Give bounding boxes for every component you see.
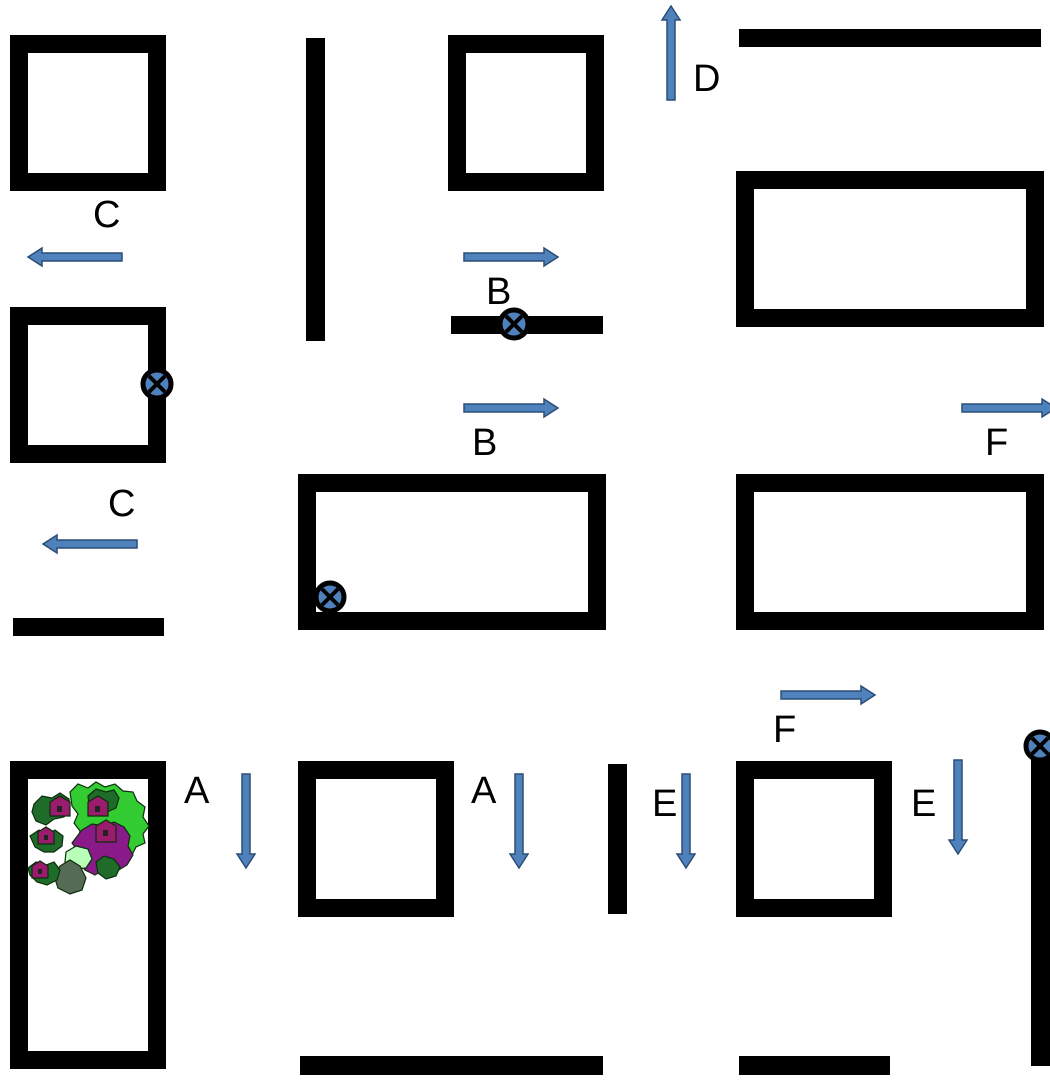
label-b-bottom: B xyxy=(472,422,497,464)
wall-vertical-bottom-mid xyxy=(608,764,627,914)
circled-x-icon-right-edge xyxy=(1026,732,1050,760)
label-a-left: A xyxy=(184,770,210,812)
arrow-e-left-icon xyxy=(677,774,695,868)
label-c-top: C xyxy=(93,194,120,236)
building-square-top-middle xyxy=(457,44,595,182)
building-square-mid-left xyxy=(19,316,157,454)
label-d: D xyxy=(693,58,720,100)
building-square-top-left xyxy=(19,44,157,182)
arrows xyxy=(28,6,1050,868)
label-e-right: E xyxy=(911,783,936,825)
arrow-b-bottom-icon xyxy=(464,399,558,417)
arrow-a-mid-icon xyxy=(510,774,528,868)
label-e-left: E xyxy=(652,783,677,825)
wall-horizontal-top-right xyxy=(739,29,1041,47)
arrow-b-top-icon xyxy=(464,248,558,266)
wall-horizontal-bottom-center xyxy=(300,1056,603,1075)
label-a-mid: A xyxy=(471,770,497,812)
building-wide-mid-center xyxy=(307,483,597,621)
circled-x-icon-b-platform xyxy=(500,310,528,338)
arrow-c-bottom-icon xyxy=(43,535,137,553)
wall-vertical-top xyxy=(306,38,325,341)
arrow-e-right-icon xyxy=(949,760,967,854)
building-wide-mid-right xyxy=(745,483,1035,621)
wall-horizontal-bottom-right xyxy=(739,1056,890,1075)
arrow-f-bottom-icon xyxy=(781,686,875,704)
arrow-c-top-icon xyxy=(28,248,122,266)
circled-x-icon-left-building xyxy=(143,370,171,398)
building-square-bottom-center xyxy=(307,770,445,908)
label-c-bottom: C xyxy=(108,483,135,525)
label-b-top: B xyxy=(486,271,511,313)
wall-horizontal-left-low xyxy=(13,618,164,636)
arrow-a-left-icon xyxy=(237,774,255,868)
building-wide-top-right xyxy=(745,180,1035,318)
wall-vertical-bottom-right xyxy=(1031,746,1050,1066)
label-f-right: F xyxy=(985,422,1008,464)
building-square-bottom-right xyxy=(745,770,883,908)
arrow-f-right-icon xyxy=(962,399,1050,417)
walls xyxy=(19,44,1035,1060)
tree-cluster-icon xyxy=(28,782,149,894)
circled-x-icon-center-building xyxy=(316,583,344,611)
label-f-bottom: F xyxy=(773,709,796,751)
arrow-d-icon xyxy=(662,6,680,100)
